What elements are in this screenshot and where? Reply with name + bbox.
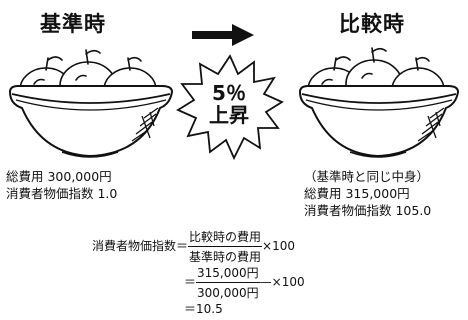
formula-times-2: —×100 [259,275,305,289]
base-cpi: 消費者物価指数 1.0 [6,186,118,201]
fraction-numerator-2: 315,000円 [196,264,260,283]
compare-note: （基準時と同じ中身） [304,169,430,184]
base-title: 基準時 [40,12,106,36]
base-info: 総費用 300,000円 消費者物価指数 1.0 [6,168,117,202]
badge-rise: 上昇 [209,103,249,127]
fraction-denominator: 基準時の費用 [189,250,262,264]
compare-cpi: 消費者物価指数 105.0 [304,203,432,218]
formula-line-2: ＝315,000円 300,000円—×100 [184,264,305,301]
compare-title: 比較時 [339,12,405,36]
compare-total-cost: 総費用 315,000円 [304,186,410,201]
formula-times: ×100 [262,239,296,253]
arrow-right-icon [192,24,254,46]
burst-badge-icon [176,54,284,161]
formula-result: ＝10.5 [184,302,223,316]
formula-equals-2: ＝ [184,275,197,289]
formula-label: 消費者物価指数 [92,239,177,253]
formula-fraction-2: 315,000円 300,000円 [196,264,260,301]
formula-fraction: 比較時の費用基準時の費用 [188,228,263,265]
formula-equals: ＝ [176,239,189,253]
badge-percent: 5％ [212,81,246,105]
fraction-numerator: 比較時の費用 [188,228,263,247]
badge-text: 5％ 上昇 [196,82,262,126]
formula-line-1: 消費者物価指数＝比較時の費用基準時の費用×100 [92,228,295,265]
base-total-cost: 総費用 300,000円 [6,169,112,184]
fraction-denominator-2: 300,000円 [197,286,259,300]
apple-basket-icon [8,49,174,158]
compare-info: （基準時と同じ中身） 総費用 315,000円 消費者物価指数 105.0 [304,168,431,219]
apple-basket-icon [298,47,460,158]
